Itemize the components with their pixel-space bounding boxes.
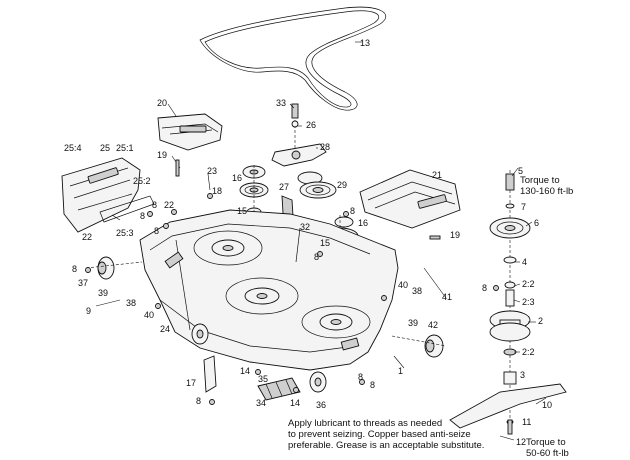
torque-note-item-12-line2: 50-60 ft-lb [526, 448, 569, 459]
callout-27: 27 [279, 182, 289, 192]
anti-scalp-bracket [203, 355, 217, 393]
callout-41: 41 [442, 292, 452, 302]
callout-25-1: 25:1 [116, 143, 134, 153]
drive-belt [199, 6, 387, 111]
torque-note-item-5-line1: Torque to [520, 175, 560, 186]
gauge-wheel-left [85, 256, 143, 280]
torque-note-item-5: Torque to 130-160 ft-lb [520, 175, 573, 197]
callout-28: 28 [320, 142, 330, 152]
callout-16-left: 16 [232, 173, 242, 183]
callout-8-b: 8 [140, 211, 145, 221]
gauge-wheel-right [391, 334, 447, 358]
lubricant-note-line3: preferable. Grease is an acceptable subs… [288, 440, 485, 451]
idler-arm-assembly [271, 103, 327, 167]
callout-4: 4 [522, 257, 527, 267]
callout-1: 1 [398, 366, 403, 376]
callout-8-i: 8 [370, 380, 375, 390]
spindle-assembly [489, 170, 531, 430]
torque-note-item-12-line1: Torque to [526, 437, 566, 448]
callout-19-right: 19 [450, 230, 460, 240]
callout-9: 9 [86, 306, 91, 316]
callout-21: 21 [432, 170, 442, 180]
callout-32: 32 [300, 222, 310, 232]
callout-14-right: 14 [290, 398, 300, 408]
callout-12: 12 [516, 437, 526, 447]
callout-13: 13 [360, 38, 370, 48]
lubricant-note-line1: Apply lubricant to threads as needed [288, 418, 443, 429]
callout-5: 5 [518, 166, 523, 176]
callout-labels: 13 20 33 26 28 25:4 25 25:1 19 25:2 23 1… [64, 38, 552, 447]
hardware-fasteners [85, 159, 513, 435]
callout-11: 11 [522, 417, 531, 427]
callout-8-h: 8 [358, 372, 363, 382]
front-roller-left [191, 323, 209, 345]
callout-25: 25 [100, 143, 110, 153]
callout-22-a: 22 [164, 200, 174, 210]
lubricant-note: Apply lubricant to threads as needed to … [288, 418, 484, 451]
belt-cover-right [359, 169, 461, 229]
callout-8-j: 8 [196, 396, 201, 406]
callout-16-right: 16 [358, 218, 368, 228]
callout-2: 2 [538, 316, 543, 326]
callout-39-left: 39 [98, 288, 108, 298]
callout-42: 42 [428, 320, 438, 330]
torque-note-item-5-line2: 130-160 ft-lb [520, 186, 574, 197]
callout-29: 29 [337, 180, 347, 190]
lubricant-note-line2: to prevent seizing. Copper based anti-se… [288, 429, 471, 440]
callout-18: 18 [212, 186, 222, 196]
callout-15-lower: 15 [320, 238, 330, 248]
callout-40-left: 40 [144, 310, 154, 320]
callout-2-3: 2:3 [522, 297, 535, 307]
callout-38-right: 38 [412, 286, 422, 296]
callout-8-a: 8 [152, 200, 157, 210]
callout-19-top: 19 [157, 150, 167, 160]
callout-8-g: 8 [482, 283, 487, 293]
callout-40-right: 40 [398, 280, 408, 290]
callout-8-e: 8 [314, 252, 319, 262]
mower-deck-housing [139, 209, 399, 371]
discharge-deflector [61, 157, 155, 233]
callout-14-left: 14 [240, 366, 250, 376]
callout-8-d: 8 [154, 226, 159, 236]
mower-blade [449, 383, 567, 429]
callout-15-upper: 15 [237, 206, 247, 216]
front-roller-right [309, 371, 327, 393]
callout-8-f: 8 [72, 264, 77, 274]
callout-38-left: 38 [126, 298, 136, 308]
belt-cover-left [157, 113, 223, 151]
leader-lines [95, 41, 547, 441]
callout-33: 33 [276, 98, 286, 108]
callout-17: 17 [186, 378, 196, 388]
callout-25-4: 25:4 [64, 143, 82, 153]
spring-block [257, 377, 301, 401]
callout-20: 20 [157, 98, 167, 108]
callout-25-3: 25:3 [116, 228, 134, 238]
callout-8-c: 8 [350, 206, 355, 216]
callout-26: 26 [306, 120, 316, 130]
callout-34: 34 [256, 398, 266, 408]
callout-35: 35 [258, 374, 268, 384]
callout-22-b: 22 [82, 232, 92, 242]
callout-2-2-upper: 2:2 [522, 279, 535, 289]
callout-3: 3 [520, 370, 525, 380]
callout-2-2-lower: 2:2 [522, 347, 535, 357]
callout-6: 6 [534, 218, 539, 228]
callout-24: 24 [160, 324, 170, 334]
callout-36: 36 [316, 400, 326, 410]
torque-note-item-12: Torque to 50-60 ft-lb [526, 437, 569, 459]
callout-10: 10 [542, 400, 552, 410]
callout-25-2: 25:2 [133, 176, 151, 186]
callout-7: 7 [521, 202, 526, 212]
callout-23: 23 [207, 166, 217, 176]
callout-37: 37 [78, 278, 88, 288]
callout-39-right: 39 [408, 318, 418, 328]
